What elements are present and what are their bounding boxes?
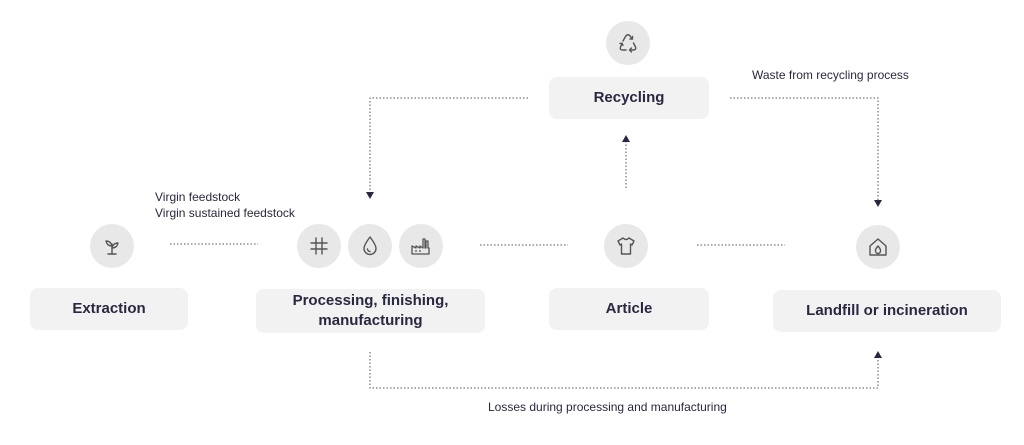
landfill-label: Landfill or incineration [806, 302, 968, 319]
landfill-box: Landfill or incineration [773, 290, 1001, 332]
water-drop-icon [348, 224, 392, 268]
virgin-sustained-note: Virgin sustained feedstock [155, 206, 295, 220]
waste-recycling-note: Waste from recycling process [752, 68, 909, 82]
arrow-to-landfill-top [874, 200, 882, 207]
arrow-to-recycling [622, 135, 630, 142]
processing-label-line1: Processing, finishing, [292, 292, 449, 309]
factory-icon [399, 224, 443, 268]
article-box: Article [549, 288, 709, 330]
recycle-icon [606, 21, 650, 65]
processing-label-line2: manufacturing [318, 312, 423, 329]
article-label: Article [605, 300, 653, 317]
extraction-box: Extraction [30, 288, 188, 330]
virgin-feedstock-note: Virgin feedstock [155, 190, 241, 204]
plant-icon [90, 224, 134, 268]
hash-icon [297, 224, 341, 268]
fire-house-icon [856, 225, 900, 269]
losses-note: Losses during processing and manufacturi… [488, 400, 727, 414]
arrow-to-processing [366, 192, 374, 199]
arrow-to-landfill-bottom [874, 351, 882, 358]
processing-box: Processing, finishing, manufacturing [256, 289, 485, 333]
recycling-label: Recycling [593, 89, 665, 106]
tshirt-icon [604, 224, 648, 268]
recycling-box: Recycling [549, 77, 709, 119]
extraction-label: Extraction [72, 300, 146, 317]
